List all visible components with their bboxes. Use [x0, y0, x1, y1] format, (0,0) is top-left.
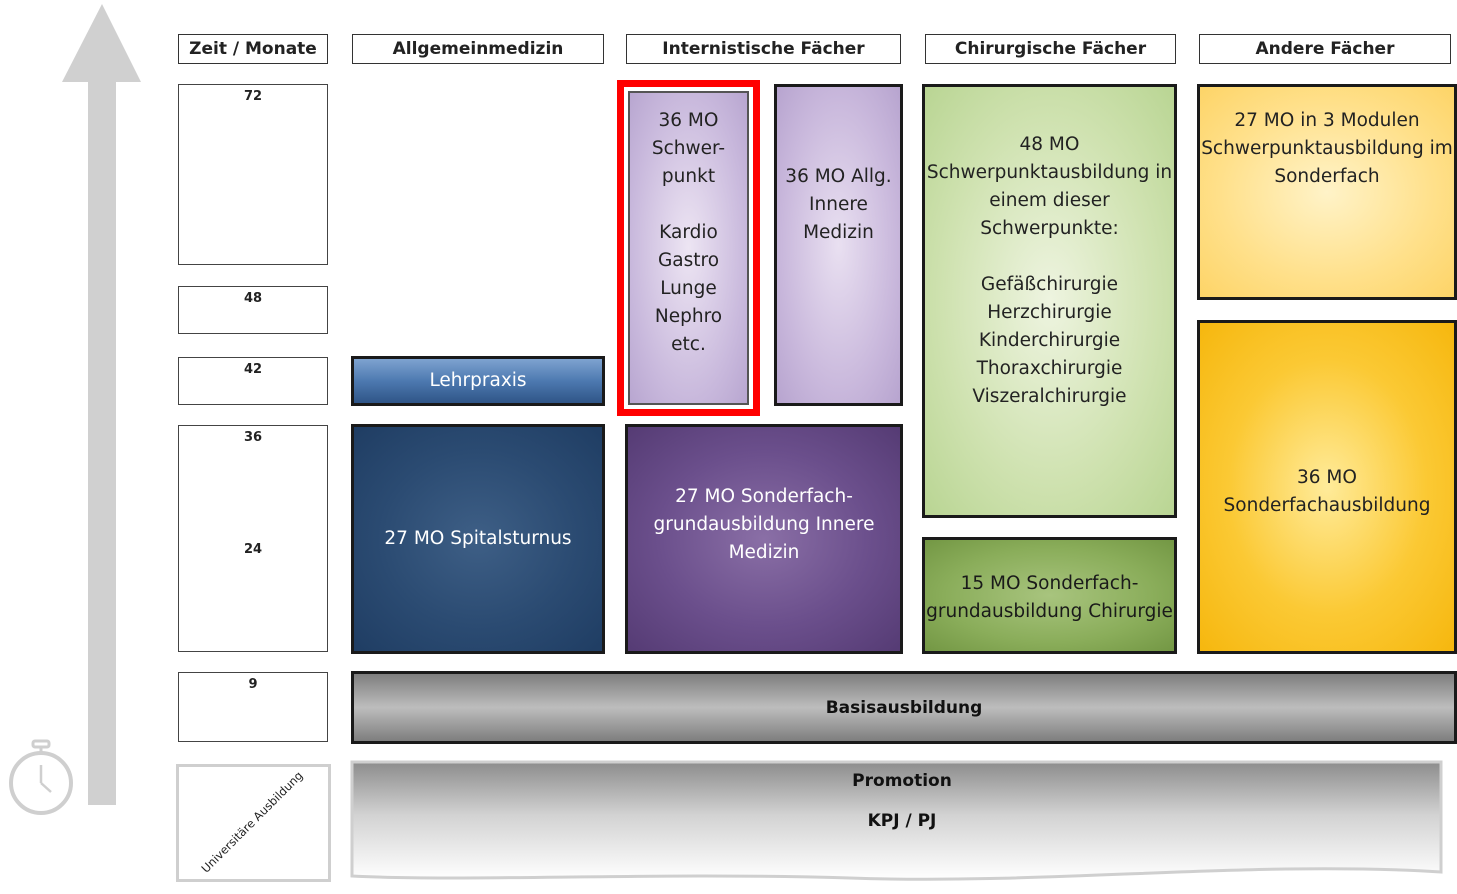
- time-label-24: 24: [243, 542, 263, 557]
- time-label-9: 9: [248, 677, 258, 692]
- header-zeit: Zeit / Monate: [178, 34, 328, 64]
- block-basisausbildung: Basisausbildung: [351, 671, 1457, 744]
- time-cell-9: 9: [178, 672, 328, 742]
- block-sonderfach-innere: 27 MO Sonderfach- grundausbildung Innere…: [625, 424, 903, 654]
- time-cell-48: 48: [178, 286, 328, 334]
- header-andere-faecher: Andere Fächer: [1199, 34, 1451, 64]
- time-label-36: 36: [243, 430, 263, 445]
- universitaere-ausbildung-label: Universitäre Ausbildung: [198, 768, 306, 876]
- block-module-andere: 27 MO in 3 Modulen Schwerpunktausbildung…: [1197, 84, 1457, 300]
- time-label-42: 42: [243, 362, 263, 377]
- time-cell-36: 36 24: [178, 425, 328, 652]
- time-cell-72: 72: [178, 84, 328, 265]
- time-arrow: [62, 4, 141, 805]
- block-schwerpunkt-chirurgie: 48 MO Schwerpunktausbildung in einem die…: [922, 84, 1177, 518]
- universitaere-ausbildung-cell: Universitäre Ausbildung: [176, 764, 331, 882]
- block-sonderfach-andere: 36 MO Sonderfachausbildung: [1197, 320, 1457, 654]
- block-schwerpunkt-intern: 36 MO Schwer- punkt Kardio Gastro Lunge …: [628, 91, 749, 405]
- time-label-48: 48: [243, 291, 263, 306]
- time-label-72: 72: [243, 89, 263, 104]
- block-lehrpraxis: Lehrpraxis: [351, 356, 605, 406]
- promotion-shape: [350, 760, 1443, 881]
- block-allg-innere-medizin: 36 MO Allg. Innere Medizin: [774, 84, 903, 406]
- promotion-label: Promotion: [852, 771, 952, 791]
- stopwatch-icon: [9, 739, 73, 815]
- header-internistische-faecher: Internistische Fächer: [626, 34, 901, 64]
- kpj-label: KPJ / PJ: [867, 811, 937, 831]
- block-sonderfach-chirurgie: 15 MO Sonderfach- grundausbildung Chirur…: [922, 537, 1177, 654]
- header-chirurgische-faecher: Chirurgische Fächer: [925, 34, 1176, 64]
- time-cell-42: 42: [178, 357, 328, 405]
- block-spitalsturnus: 27 MO Spitalsturnus: [351, 424, 605, 654]
- header-allgemeinmedizin: Allgemeinmedizin: [352, 34, 604, 64]
